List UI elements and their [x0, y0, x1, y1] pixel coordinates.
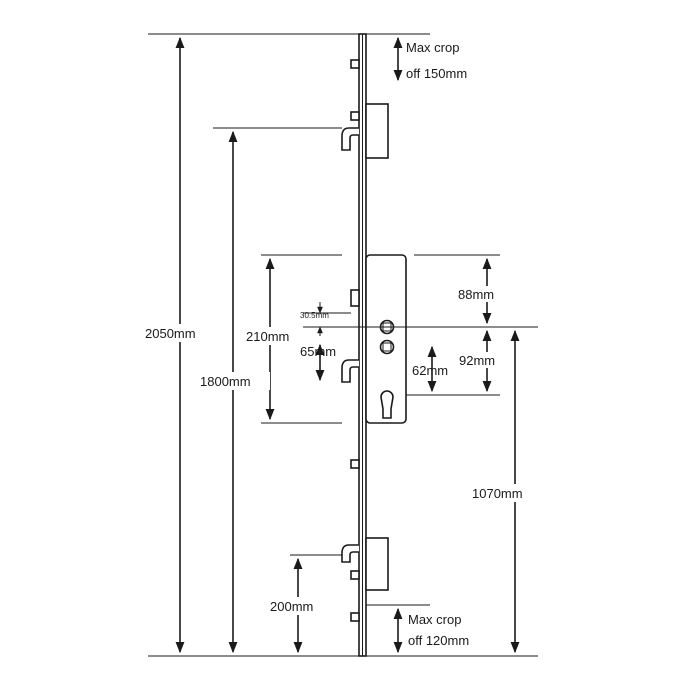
cylinder-offset-label: 62mm [412, 363, 448, 378]
spindle-hole-2-icon [379, 339, 395, 355]
max-crop-bottom-line2: off 120mm [408, 633, 469, 648]
faceplate-stubs [350, 59, 360, 622]
lower-hook-assembly [341, 537, 389, 591]
overall-length-label: 2050mm [145, 326, 196, 341]
top-to-spindle-label: 88mm [458, 287, 494, 302]
small-offset-label: 30.5mm [300, 311, 329, 320]
max-crop-top-line2: off 150mm [406, 66, 467, 81]
hook-span-label: 1800mm [200, 374, 251, 389]
deadbolt-span-label: 210mm [246, 329, 289, 344]
euro-cylinder-cutout-icon [380, 390, 394, 419]
deadbolt-to-hook-label: 65mm [300, 344, 336, 359]
extension-lines [148, 33, 538, 657]
max-crop-top-line1: Max crop [406, 40, 459, 55]
faceplate [358, 33, 367, 657]
spindle-to-bottom-label: 1070mm [472, 486, 523, 501]
label-backgrounds [142, 286, 548, 615]
central-gearbox [341, 254, 407, 424]
max-crop-bottom-line1: Max crop [408, 612, 461, 627]
upper-hook-assembly [341, 103, 389, 159]
hook-to-foot-label: 200mm [270, 599, 313, 614]
spindle-to-cylinder-label: 92mm [459, 353, 495, 368]
